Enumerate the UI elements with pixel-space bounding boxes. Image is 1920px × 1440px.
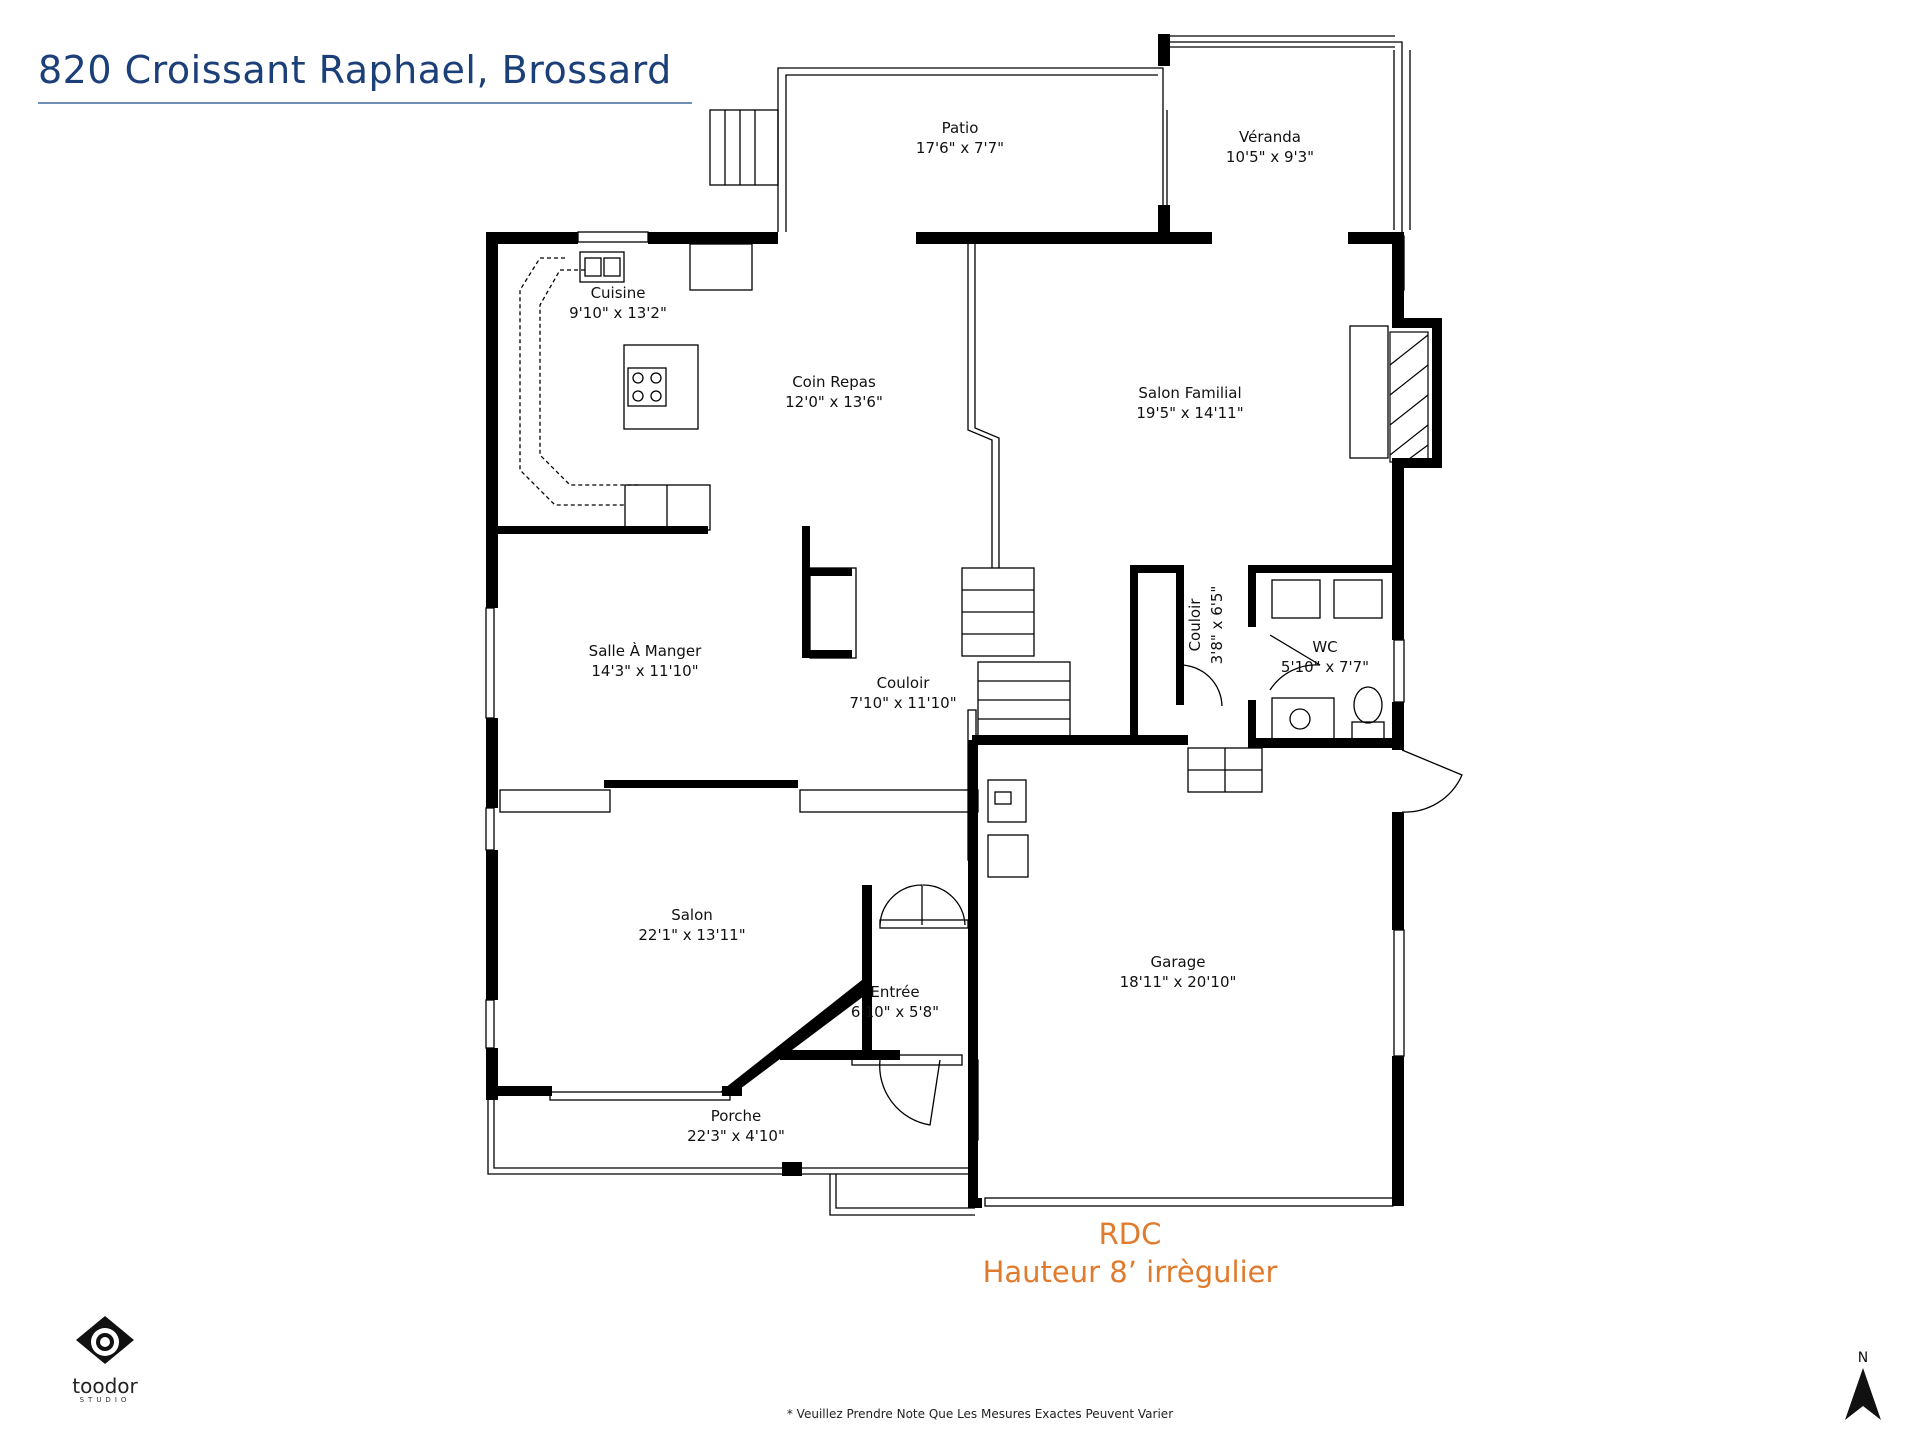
disclaimer: * Veuillez Prendre Note Que Les Mesures … [786,1407,1174,1421]
dining-divider-counter [499,789,611,813]
wc-sink [1271,697,1335,741]
label-wc-dims: 5'10" x 7'7" [1281,658,1369,676]
label-coin-repas-name: Coin Repas [792,373,876,391]
garage-side-door-arc [1401,749,1463,813]
label-garage-dims: 18'11" x 20'10" [1120,973,1237,991]
north-letter: N [1857,1350,1869,1366]
address-title: 820 Croissant Raphael, Brossard [38,48,672,92]
dining-window-left [485,607,495,719]
label-porche-dims: 22'3" x 4'10" [687,1127,785,1145]
wall-garage-left [968,740,978,1208]
wall-veranda-left [1158,34,1170,66]
label-couloir-dims: 7'10" x 11'10" [849,694,956,712]
label-salon-name: Salon [671,906,713,924]
level-name: RDC [1098,1217,1162,1251]
wall-kitchen-bottom [486,526,708,534]
patio-inner-outline [785,74,1158,232]
label-salon-familial-name: Salon Familial [1138,384,1241,402]
label-couloir2-name: Couloir [1186,598,1204,652]
hall-door-arc [1179,664,1223,707]
garage-sink [987,779,1027,823]
garage-cabinet [987,834,1029,878]
company-logo: toodor STUDIO [60,1312,150,1404]
wc-door-arc [1269,634,1321,691]
logo-word: toodor [72,1374,138,1398]
kitchen-sink [579,251,625,283]
wc-counter-right [1333,579,1383,619]
label-entree-dims: 6'10" x 5'8" [851,1003,939,1021]
wall-left [486,232,498,608]
kitchen-island [623,344,699,430]
wall-top-mid [916,232,1212,244]
fireplace-hatch [1389,331,1429,463]
wall-wc [1248,565,1398,573]
label-veranda-name: Véranda [1239,128,1301,146]
label-salon-dims: 22'1" x 13'11" [638,926,745,944]
label-patio-dims: 17'6" x 7'7" [916,139,1004,157]
label-patio-name: Patio [942,119,979,137]
wc-counter-left [1271,579,1321,619]
label-salle-manger-name: Salle À Manger [589,641,702,660]
label-couloir2-dims: 3'8" x 6'5" [1208,586,1226,665]
wc-toilet-tank [1351,721,1385,741]
kitchen-window [577,231,649,243]
garage-window-right [1393,929,1405,1057]
level-height: Hauteur 8’ irrègulier [982,1255,1278,1289]
label-entree-name: Entrée [870,983,919,1001]
closet-door-left [879,884,923,926]
label-wc-name: WC [1312,638,1337,656]
walls [486,34,1442,1208]
label-porche-name: Porche [711,1107,762,1125]
salon-window-left [485,807,495,851]
fireplace-box [1392,318,1442,468]
porch-step [829,1174,975,1216]
label-salon-familial-dims: 19'5" x 14'11" [1136,404,1243,422]
logo-sub: STUDIO [79,1396,131,1404]
label-cuisine-dims: 9'10" x 13'2" [569,304,667,322]
wc-toilet-bowl [1353,686,1383,724]
title-underline [38,102,692,104]
wall-entry-diagonal [720,980,872,1095]
wall-pantry [802,526,852,658]
pantry [809,567,857,659]
label-garage-name: Garage [1151,953,1206,971]
cooktop [627,367,667,407]
garage-door [984,1197,1394,1207]
level-caption: RDC Hauteur 8’ irrègulier [900,1215,1360,1291]
north-arrow-icon [1845,1368,1881,1420]
kitchen-counter-dashed [519,257,640,506]
family-room-divider [967,240,993,568]
closet-door-right [922,884,966,926]
room-labels: Patio 17'6" x 7'7" Véranda 10'5" x 9'3" … [569,119,1369,1145]
wall-stairs-bottom [972,735,1188,745]
wall-right [1392,232,1404,322]
label-salle-manger-dims: 14'3" x 11'10" [591,662,698,680]
wall-dining-salon [604,780,798,788]
porch-outline [487,1100,975,1175]
label-coin-repas-dims: 12'0" x 13'6" [785,393,883,411]
kitchen-cabinet-right [689,243,753,291]
wall-entry [862,885,872,1060]
label-couloir-name: Couloir [877,674,931,692]
veranda-outline [1163,41,1403,235]
logo-mark-icon [76,1316,134,1364]
header: 820 Croissant Raphael, Brossard [38,48,692,104]
patio-steps [709,109,779,186]
fireplace-hearth [1349,325,1389,459]
wall-top-left [486,232,578,244]
label-cuisine-name: Cuisine [591,284,646,302]
front-window [549,1091,731,1101]
label-veranda-dims: 10'5" x 9'3" [1226,148,1314,166]
entry-door-arc [879,1059,941,1126]
compass: N [1838,1350,1888,1430]
